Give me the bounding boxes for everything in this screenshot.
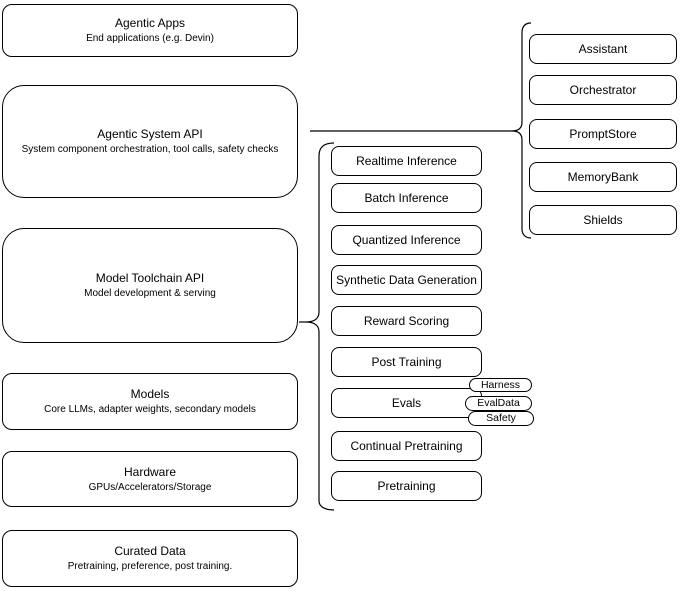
- box-agentic-apps: Agentic Apps End applications (e.g. Devi…: [2, 4, 298, 57]
- capability-reward-scoring: Reward Scoring: [331, 306, 482, 336]
- box-title: Agentic System API: [97, 127, 203, 141]
- box-title: Model Toolchain API: [95, 271, 205, 285]
- capability-continual-pretraining: Continual Pretraining: [331, 431, 482, 461]
- box-subtitle: Model development & serving: [84, 288, 216, 299]
- box-subtitle: End applications (e.g. Devin): [86, 33, 214, 44]
- badge-harness: Harness: [469, 378, 532, 392]
- capability-pretraining: Pretraining: [331, 471, 482, 501]
- capability-realtime-inference: Realtime Inference: [331, 146, 482, 176]
- component-promptstore: PromptStore: [529, 119, 677, 149]
- capability-batch-inference: Batch Inference: [331, 183, 482, 213]
- box-hardware: Hardware GPUs/Accelerators/Storage: [2, 451, 298, 507]
- capability-quantized-inference: Quantized Inference: [331, 225, 482, 255]
- box-model-toolchain-api: Model Toolchain API Model development & …: [2, 228, 298, 343]
- box-subtitle: GPUs/Accelerators/Storage: [88, 481, 212, 493]
- capability-post-training: Post Training: [331, 347, 482, 377]
- capability-evals: Evals: [331, 388, 482, 418]
- box-title: Curated Data: [114, 544, 186, 558]
- badge-evaldata: EvalData: [465, 396, 532, 411]
- box-curated-data: Curated Data Pretraining, preference, po…: [2, 530, 298, 587]
- box-title: Agentic Apps: [114, 16, 186, 30]
- component-assistant: Assistant: [529, 34, 677, 64]
- box-subtitle: Core LLMs, adapter weights, secondary mo…: [44, 404, 256, 415]
- box-title: Hardware: [123, 464, 177, 479]
- box-subtitle: System component orchestration, tool cal…: [21, 144, 279, 155]
- box-subtitle: Pretraining, preference, post training.: [67, 561, 233, 572]
- box-title: Models: [130, 387, 170, 401]
- capability-synthetic-data-generation: Synthetic Data Generation: [331, 265, 482, 295]
- box-models: Models Core LLMs, adapter weights, secon…: [2, 373, 298, 430]
- toolchain-capabilities-brace: [305, 142, 335, 511]
- badge-safety: Safety: [468, 411, 534, 426]
- component-memorybank: MemoryBank: [529, 162, 677, 192]
- component-shields: Shields: [529, 205, 677, 235]
- box-agentic-system-api: Agentic System API System component orch…: [2, 85, 298, 198]
- component-orchestrator: Orchestrator: [529, 75, 677, 105]
